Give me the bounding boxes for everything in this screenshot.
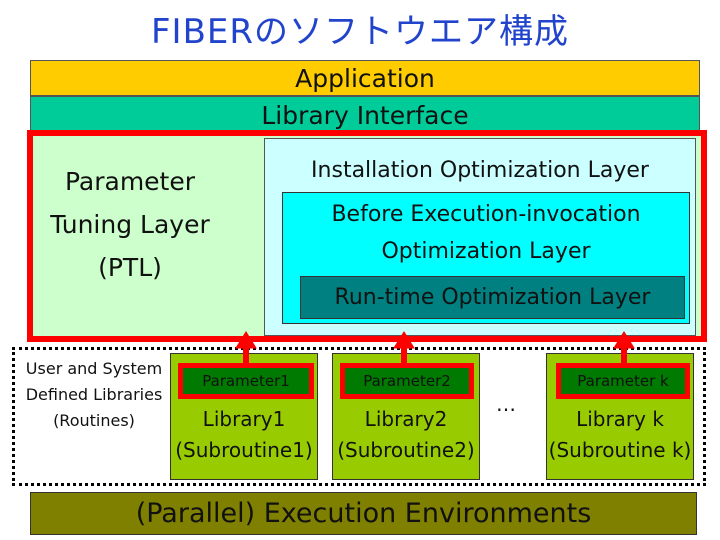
- library-subroutine: (Subroutine k): [548, 438, 692, 462]
- ptl-label: Parameter Tuning Layer (PTL): [30, 160, 230, 289]
- library-subroutine: (Subroutine1): [175, 438, 313, 462]
- libraries-group: [12, 347, 706, 486]
- runtime-layer: Run-time Optimization Layer: [300, 276, 685, 319]
- library-interface-layer: Library Interface: [30, 96, 700, 134]
- library-name: Library2: [364, 407, 448, 431]
- library-label: Library1 (Subroutine1): [170, 404, 318, 466]
- ptl-line: Parameter: [64, 167, 196, 196]
- arrow-up-icon: [235, 331, 257, 366]
- installation-layer-label: Installation Optimization Layer: [311, 158, 649, 183]
- ptl-line: (PTL): [98, 253, 162, 282]
- libraries-label-line: Defined Libraries: [25, 385, 163, 404]
- arrow-up-icon: [613, 331, 635, 366]
- before-line: Optimization Layer: [381, 239, 591, 264]
- execution-environment-layer: (Parallel) Execution Environments: [30, 492, 697, 535]
- libraries-label-line: User and System: [25, 359, 163, 378]
- library-subroutine: (Subroutine2): [337, 438, 475, 462]
- libraries-label-line: (Routines): [53, 411, 135, 430]
- library-name: Library k: [576, 407, 664, 431]
- slide-title: FIBERのソフトウエア構成: [150, 12, 569, 52]
- arrow-up-icon: [393, 331, 415, 366]
- library-label: Library2 (Subroutine2): [332, 404, 480, 466]
- before-execution-label: Before Execution-invocation Optimization…: [282, 196, 690, 270]
- libraries-label: User and System Defined Libraries (Routi…: [16, 356, 172, 434]
- application-layer: Application: [30, 60, 700, 96]
- library-name: Library1: [202, 407, 286, 431]
- parameter-box: Parameter2: [340, 363, 474, 399]
- ptl-line: Tuning Layer: [50, 210, 210, 239]
- ellipsis: …: [496, 392, 516, 416]
- before-line: Before Execution-invocation: [331, 202, 641, 227]
- library-label: Library k (Subroutine k): [540, 404, 700, 466]
